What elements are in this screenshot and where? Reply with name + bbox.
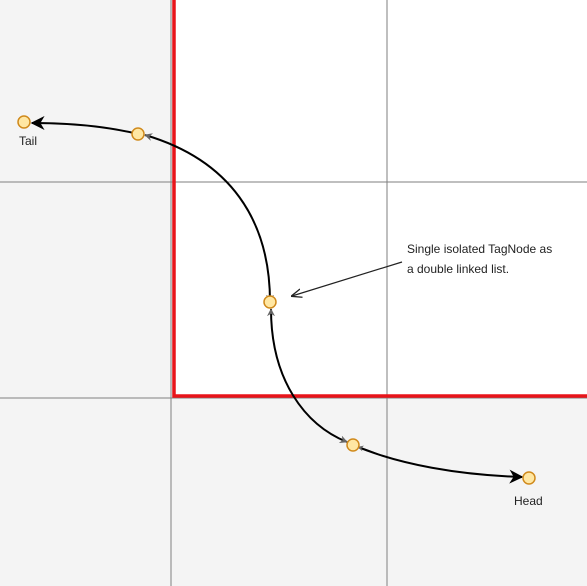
region-interior — [174, 0, 587, 396]
node-center[interactable] — [263, 295, 277, 309]
tail-label: Tail — [19, 134, 37, 148]
head-label: Head — [514, 494, 543, 508]
nodes — [17, 115, 536, 485]
node-head[interactable] — [522, 471, 536, 485]
node-tail-neighbor[interactable] — [131, 127, 145, 141]
node-tail[interactable] — [17, 115, 31, 129]
prev-link-upper — [144, 133, 274, 303]
tail-link-arrow — [30, 116, 139, 135]
node-head-neighbor[interactable] — [346, 438, 360, 452]
head-neighbor-back-arrow — [357, 445, 381, 456]
annotation-text-line2: a double linked list. — [407, 262, 509, 276]
next-link-lower — [267, 308, 348, 444]
region-boundary — [172, 0, 587, 398]
annotation-pointer-arrow — [292, 261, 403, 296]
annotation-text-line1: Single isolated TagNode as — [407, 242, 552, 256]
